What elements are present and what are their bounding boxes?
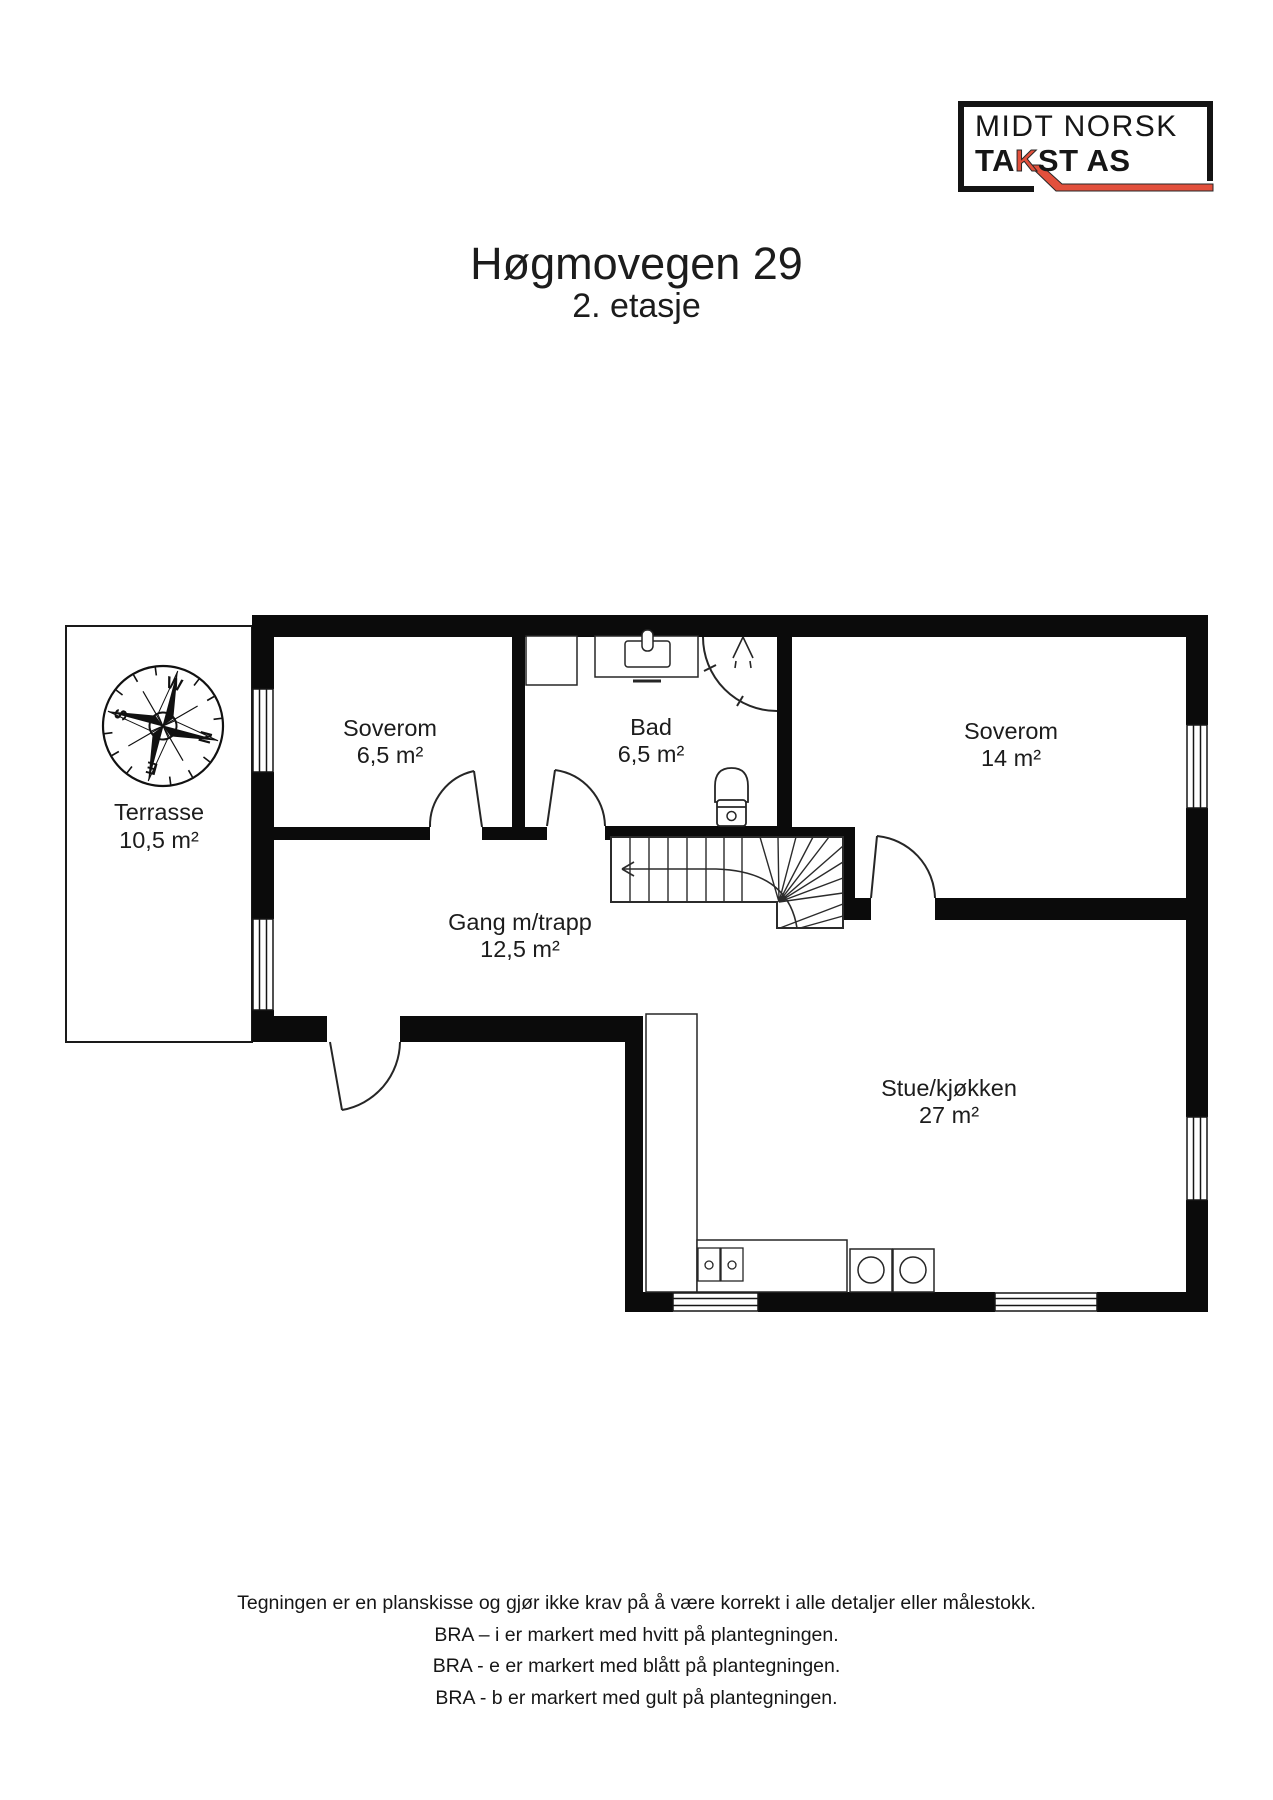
compass-rose: N E S W [101,664,225,788]
logo-frame-right [1207,107,1213,181]
stove-icon [849,1248,935,1293]
toilet-icon [714,767,749,827]
compass-letter-n: N [194,729,216,746]
window-right-1 [1186,724,1208,809]
door-arc-entrance [329,1041,401,1111]
room-area-soverom-1: 6,5 m² [357,742,424,768]
vent-symbol [732,636,754,669]
shower-enclosure [702,636,778,712]
logo-line2-k: K [1015,143,1038,179]
door-arc-soverom-2 [870,835,936,899]
compass-letter-e: E [144,757,160,778]
room-label-soverom-1: Soverom [343,715,437,741]
page-subtitle: 2. etasje [572,287,701,325]
washbasin [594,629,699,683]
footer-disclaimer: Tegningen er en planskisse og gjør ikke … [0,1588,1273,1714]
footer-line-4: BRA - b er markert med gult på plantegni… [435,1686,838,1709]
room-label-gang: Gang m/trapp [448,909,592,935]
window-bottom-2 [994,1292,1098,1312]
logo-frame-bottom-left [958,186,1034,192]
bathroom-cabinet [525,635,578,686]
room-label-bad: Bad [630,714,672,740]
window-left-1 [252,688,274,773]
logo-frame-left [958,107,964,192]
footer-line-1: Tegningen er en planskisse og gjør ikke … [237,1592,1036,1614]
logo-line2: TAKST AS [975,143,1131,179]
kitchen-counter-tall [645,1013,698,1293]
logo-line2-ta: TA [975,143,1016,178]
company-logo: MIDT NORSK TAKST AS [958,101,1215,197]
door-arc-bad [546,769,606,827]
staircase [610,836,844,929]
logo-frame-top [958,101,1213,107]
window-right-2 [1186,1116,1208,1201]
footer-line-2: BRA – i er markert med hvitt på plantegn… [434,1623,839,1646]
room-label-terrasse: Terrasse [114,799,204,825]
logo-red-swoosh [1027,164,1214,192]
window-bottom-1 [672,1292,759,1312]
logo-line1: MIDT NORSK [975,110,1178,143]
room-area-terrasse: 10,5 m² [119,827,199,853]
room-area-bad: 6,5 m² [618,741,685,767]
logo-line2-rest: ST AS [1037,143,1131,178]
kitchen-sink [697,1247,744,1282]
page-title: Høgmovegen 29 [470,238,803,289]
door-arc-soverom-1 [428,770,483,828]
room-area-soverom-2: 14 m² [981,745,1041,771]
compass-letter-s: S [110,707,131,723]
room-area-stue-kjokken: 27 m² [919,1102,979,1128]
room-label-stue-kjokken: Stue/kjøkken [881,1075,1017,1101]
footer-line-3: BRA - e er markert med blått på plantegn… [432,1655,841,1677]
window-left-2 [252,918,274,1011]
room-area-gang: 12,5 m² [480,936,560,962]
compass-letter-w: W [164,673,185,696]
room-label-soverom-2: Soverom [964,718,1058,744]
